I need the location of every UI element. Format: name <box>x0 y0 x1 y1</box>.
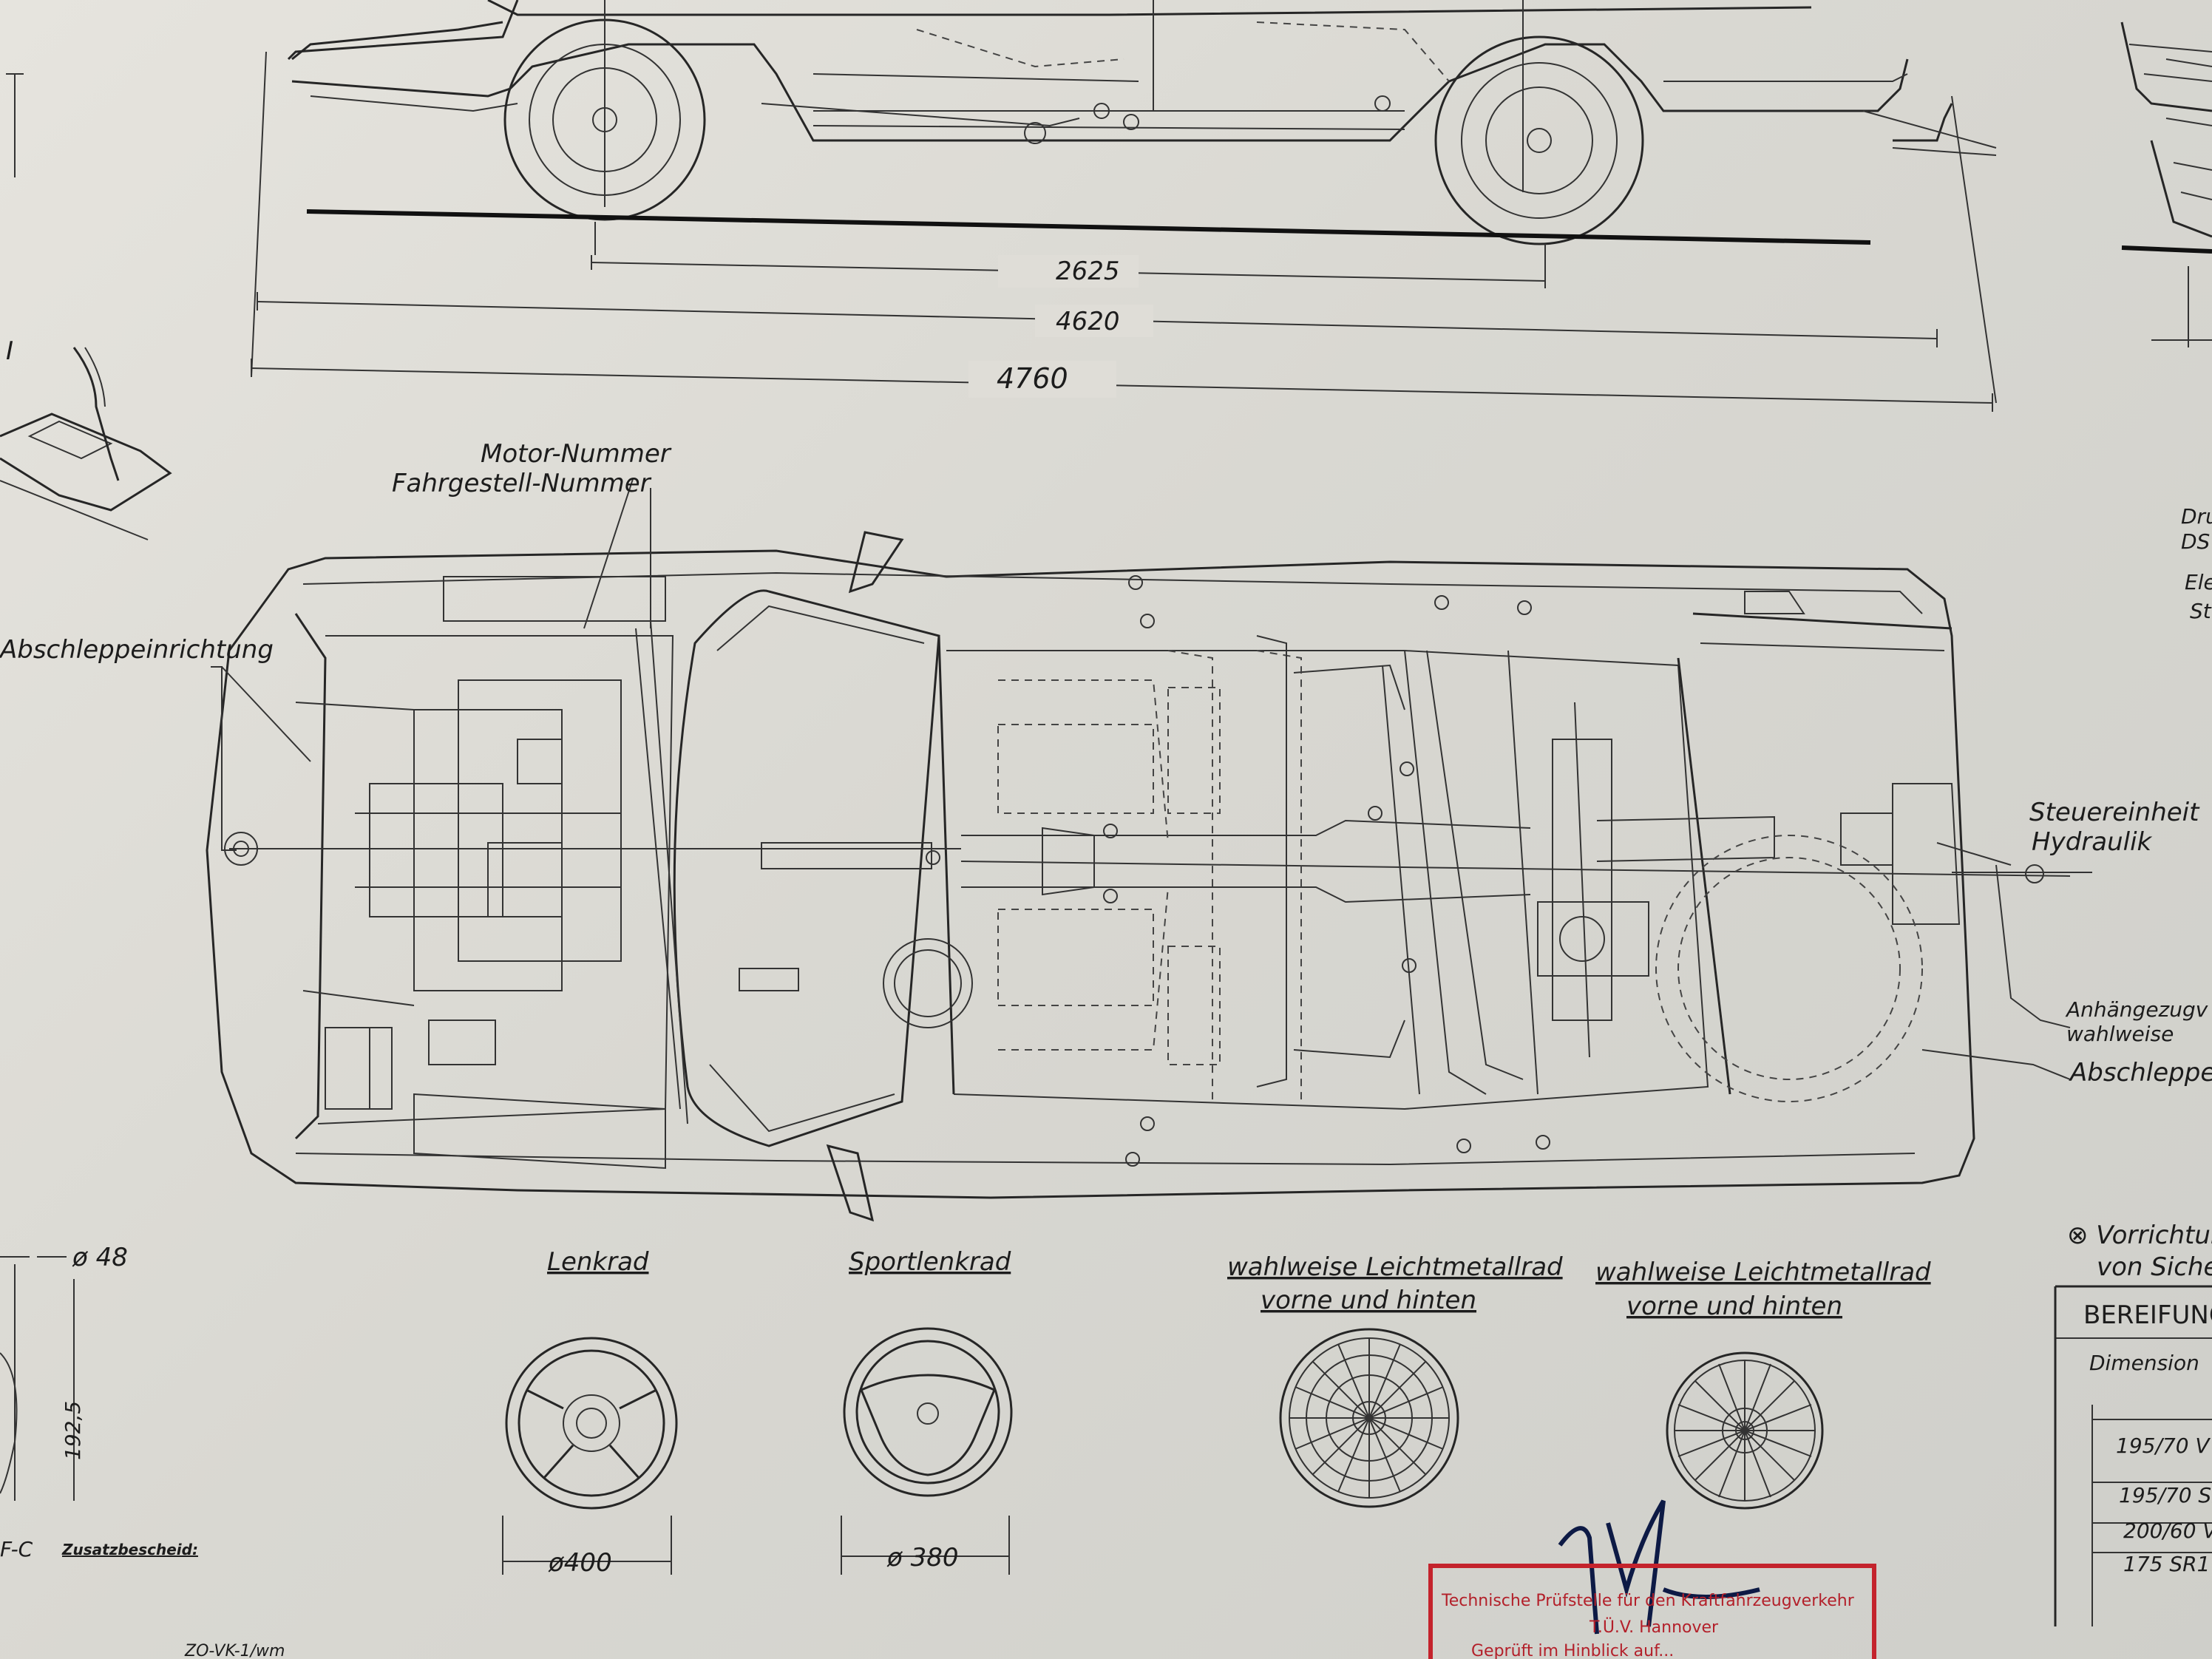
tire-table-row: 195/70 SR <box>2119 1483 2212 1507</box>
dim-sportlenkrad: ø 380 <box>886 1543 959 1573</box>
label-roman-i: I <box>6 336 13 366</box>
label-dru: Dru <box>2181 504 2212 529</box>
label-ds: DS <box>2181 529 2210 554</box>
front-view-partial <box>2120 21 2212 347</box>
caption-lenkrad: Lenkrad <box>547 1247 649 1277</box>
inspection-stamp <box>1428 1564 1876 1659</box>
stamp-line2: T.Ü.V. Hannover <box>1589 1618 1719 1637</box>
label-motor-nummer: Motor-Nummer <box>481 439 672 469</box>
gear-shifter-sketch <box>0 347 172 540</box>
tire-table-subheader: Dimension <box>2089 1351 2199 1375</box>
caption-wheel-2-line1: wahlweise Leichtmetallrad <box>1595 1258 1931 1287</box>
stamp-line3: Geprüft im Hinblick auf... <box>1471 1642 1674 1659</box>
caption-wheel-1-line2: vorne und hinten <box>1261 1286 1476 1315</box>
caption-sportlenkrad: Sportlenkrad <box>849 1247 1011 1277</box>
label-zusatzbescheid: Zusatzbescheid: <box>61 1541 198 1558</box>
label-abschleppeinrichtung: Abschleppeinrichtung <box>0 635 274 665</box>
stamp-line1: Technische Prüfstelle für den Kraftfahrz… <box>1441 1592 1855 1610</box>
alloy-wheel-mesh <box>1279 1328 1459 1508</box>
tire-table-row: 175 SR1 <box>2123 1552 2210 1576</box>
caption-wheel-2-line2: vorne und hinten <box>1626 1292 1842 1321</box>
label-hydraulik: Hydraulik <box>2032 827 2153 857</box>
dim-wheelbase: 2625 <box>1056 257 1120 286</box>
label-abschleppeinrichtung-rear: Abschleppei <box>2069 1058 2212 1088</box>
legend-vorrichtung-line2: von Siche <box>2097 1252 2212 1282</box>
dim-length-inner: 4620 <box>1056 307 1120 336</box>
caption-wheel-1-line1: wahlweise Leichtmetallrad <box>1227 1252 1563 1282</box>
label-fahrgestell-nummer: Fahrgestell-Nummer <box>392 469 652 498</box>
label-ele: Ele <box>2185 570 2212 594</box>
label-form-code: F-C <box>0 1537 33 1561</box>
dim-pedal-height: 192,5 <box>61 1401 85 1460</box>
label-anhaengezugvorrichtung: Anhängezugv <box>2065 997 2208 1022</box>
label-st: St <box>2190 599 2212 623</box>
label-steuereinheit: Steuereinheit <box>2029 798 2200 827</box>
dim-pedal-width: ø 48 <box>72 1243 128 1272</box>
dim-length-total: 4760 <box>997 362 1068 395</box>
tire-table-header: BEREIFUNG <box>2083 1300 2212 1330</box>
leader-lines <box>211 478 2071 1080</box>
steering-wheel-sport <box>841 1327 1013 1575</box>
dim-lenkrad: ø400 <box>548 1548 612 1578</box>
legend-vorrichtung-line1: ⊗ Vorrichtun <box>2067 1221 2212 1250</box>
pedal-dimension <box>0 1256 75 1501</box>
steering-wheel-standard <box>502 1337 678 1575</box>
alloy-wheel-spoke <box>1666 1351 1824 1510</box>
signature <box>1558 1499 1760 1635</box>
footer-code: ZO-VK-1/wm <box>184 1642 285 1659</box>
tire-table-row: 195/70 V <box>2116 1434 2211 1458</box>
dimension-lines <box>6 51 1997 412</box>
tire-table <box>2054 1285 2212 1626</box>
tire-table-row: 200/60 V <box>2123 1519 2212 1543</box>
label-wahlweise: wahlweise <box>2066 1022 2174 1046</box>
bolt-markers <box>926 575 1550 1167</box>
top-view-car <box>206 531 2092 1222</box>
side-view <box>287 0 1997 245</box>
